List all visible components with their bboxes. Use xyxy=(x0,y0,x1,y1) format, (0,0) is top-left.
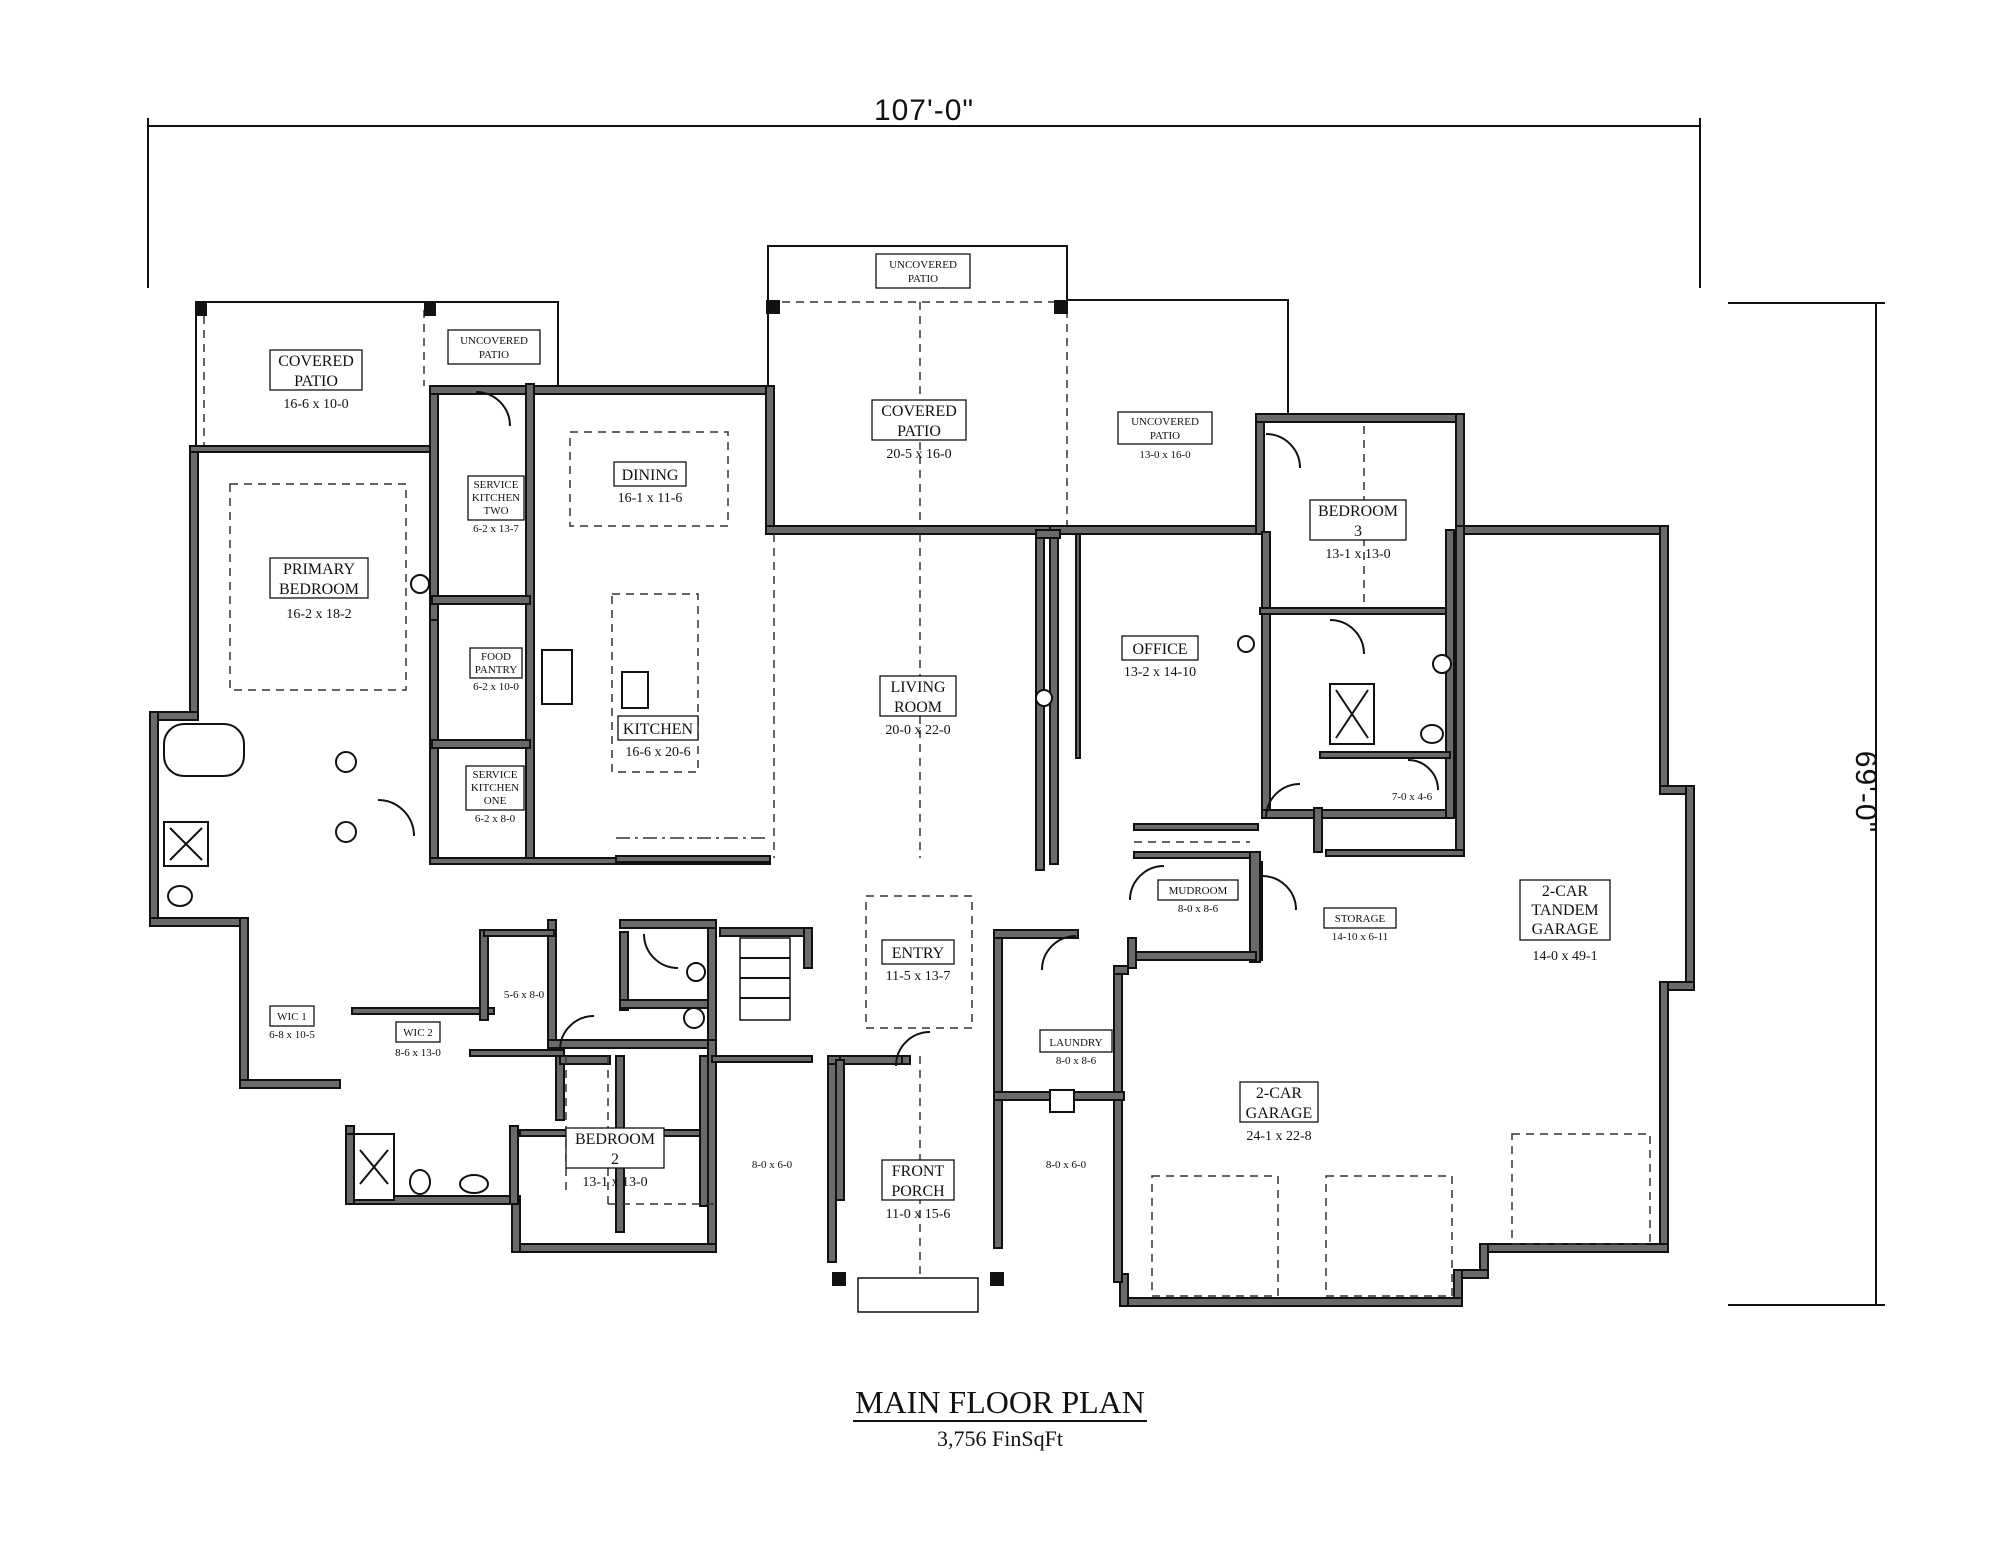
sink-icon xyxy=(1432,654,1452,674)
room-size-mudroom: 8-0 x 8-6 xyxy=(1178,903,1219,915)
sink-icon xyxy=(686,962,706,982)
room-size-garage: 24-1 x 22-8 xyxy=(1246,1129,1311,1144)
room-size-porch-left: 8-0 x 6-0 xyxy=(752,1159,793,1171)
room-label-garage-2: GARAGE xyxy=(1246,1105,1313,1122)
plan-subtitle: 3,756 FinSqFt xyxy=(937,1426,1063,1451)
room-label-tandem-garage: 2-CAR xyxy=(1542,883,1589,900)
room-label-wic-1: WIC 1 xyxy=(277,1011,307,1023)
room-size-wic-1: 6-8 x 10-5 xyxy=(269,1029,315,1041)
room-size-storage: 14-10 x 6-11 xyxy=(1332,931,1388,943)
room-label-service-kitchen-two-3: TWO xyxy=(483,505,508,517)
room-size-laundry: 8-0 x 8-6 xyxy=(1056,1055,1097,1067)
toilet-icon xyxy=(683,1007,705,1029)
room-label-uncovered-patio-right-2: PATIO xyxy=(1150,430,1180,442)
room-size-wic-2: 8-6 x 13-0 xyxy=(395,1047,441,1059)
fireplace-icon xyxy=(1035,689,1053,707)
room-label-covered-patio-left: COVERED xyxy=(278,353,354,370)
room-label-living-room-2: ROOM xyxy=(894,699,942,716)
toilet-icon xyxy=(409,1169,431,1195)
front-steps-icon xyxy=(857,1277,979,1313)
room-label-bedroom-3: BEDROOM xyxy=(1318,503,1398,520)
room-label-garage: 2-CAR xyxy=(1256,1085,1303,1102)
room-size-closet-2: 5-6 x 8-0 xyxy=(504,989,545,1001)
room-label-primary-bedroom: PRIMARY xyxy=(283,561,355,578)
room-size-bath-3: 7-0 x 4-6 xyxy=(1392,791,1433,803)
room-size-entry: 11-5 x 13-7 xyxy=(886,969,951,984)
room-size-front-porch: 11-0 x 15-6 xyxy=(886,1207,951,1222)
room-size-covered-patio-left: 16-6 x 10-0 xyxy=(283,397,348,412)
room-label-tandem-garage-3: GARAGE xyxy=(1532,921,1599,938)
room-label-bedroom-2: BEDROOM xyxy=(575,1131,655,1148)
depth-dimension: 69'-0" xyxy=(1728,302,1885,1306)
room-label-office: OFFICE xyxy=(1132,641,1187,658)
room-label-laundry: LAUNDRY xyxy=(1049,1037,1102,1049)
plan-title: MAIN FLOOR PLAN xyxy=(0,1384,2000,1422)
room-label-wic-2: WIC 2 xyxy=(403,1027,433,1039)
room-label-uncovered-patio-left-2: PATIO xyxy=(479,349,509,361)
door-swings xyxy=(377,391,1439,1067)
room-labels: COVERED PATIO 16-6 x 10-0 UNCOVERED PATI… xyxy=(269,253,1611,1222)
room-label-service-kitchen-two-2: KITCHEN xyxy=(472,492,520,504)
room-size-kitchen: 16-6 x 20-6 xyxy=(625,745,690,760)
room-size-living-room: 20-0 x 22-0 xyxy=(885,723,950,738)
sink-icon xyxy=(335,821,357,843)
room-label-front-porch-2: PORCH xyxy=(891,1183,945,1200)
room-size-bedroom-3: 13-1 x 13-0 xyxy=(1325,547,1390,562)
room-label-kitchen: KITCHEN xyxy=(623,721,694,738)
toilet-icon xyxy=(167,885,193,907)
laundry-sink-icon xyxy=(1049,1089,1075,1113)
room-label-tandem-garage-2: TANDEM xyxy=(1531,902,1598,919)
room-label-living-room: LIVING xyxy=(890,679,946,696)
room-label-covered-patio-center-2: PATIO xyxy=(897,423,941,440)
room-size-dining: 16-1 x 11-6 xyxy=(618,491,683,506)
room-label-food-pantry: FOOD xyxy=(481,651,511,663)
toilet-icon xyxy=(1420,724,1444,744)
room-label-dining: DINING xyxy=(622,467,679,484)
bathtub-icon xyxy=(163,723,245,777)
room-label-storage: STORAGE xyxy=(1335,913,1386,925)
room-label-uncovered-patio-top-2: PATIO xyxy=(908,273,938,285)
room-size-covered-patio-center: 20-5 x 16-0 xyxy=(886,447,951,462)
room-label-mudroom: MUDROOM xyxy=(1169,885,1228,897)
room-size-uncovered-patio-right: 13-0 x 16-0 xyxy=(1139,449,1191,461)
room-label-bedroom-3-2: 3 xyxy=(1354,523,1362,540)
room-label-service-kitchen-two: SERVICE xyxy=(474,479,519,491)
room-label-uncovered-patio-top: UNCOVERED xyxy=(889,259,957,271)
room-label-front-porch: FRONT xyxy=(892,1163,945,1180)
width-dimension: 107'-0" xyxy=(147,94,1701,288)
room-size-primary-bedroom: 16-2 x 18-2 xyxy=(286,607,351,622)
room-size-service-kitchen-one: 6-2 x 8-0 xyxy=(475,813,516,825)
room-label-bedroom-2-2: 2 xyxy=(611,1151,619,1168)
room-label-covered-patio-left-2: PATIO xyxy=(294,373,338,390)
room-size-office: 13-2 x 14-10 xyxy=(1124,665,1196,680)
room-label-food-pantry-2: PANTRY xyxy=(475,664,517,676)
sink-icon xyxy=(459,1174,489,1194)
range-icon xyxy=(541,649,573,705)
room-size-bedroom-2: 13-1 x 13-0 xyxy=(582,1175,647,1190)
fireplace-icon xyxy=(1237,635,1255,653)
room-size-tandem-garage: 14-0 x 49-1 xyxy=(1532,949,1597,964)
depth-dimension-label: 69'-0" xyxy=(1849,751,1882,833)
fixtures xyxy=(163,574,1452,1313)
room-label-service-kitchen-one-3: ONE xyxy=(484,795,507,807)
room-label-primary-bedroom-2: BEDROOM xyxy=(279,581,359,598)
room-size-food-pantry: 6-2 x 10-0 xyxy=(473,681,519,693)
room-size-porch-right: 8-0 x 6-0 xyxy=(1046,1159,1087,1171)
room-label-covered-patio-center: COVERED xyxy=(881,403,957,420)
room-size-service-kitchen-two: 6-2 x 13-7 xyxy=(473,523,519,535)
fireplace-icon xyxy=(410,574,430,594)
plan-title-text: MAIN FLOOR PLAN xyxy=(853,1384,1147,1422)
room-label-entry: ENTRY xyxy=(892,945,945,962)
kitchen-sink-icon xyxy=(621,671,649,709)
room-label-service-kitchen-one-2: KITCHEN xyxy=(471,782,519,794)
room-label-uncovered-patio-left: UNCOVERED xyxy=(460,335,528,347)
width-dimension-label: 107'-0" xyxy=(874,94,974,127)
sink-icon xyxy=(335,751,357,773)
patio-outlines xyxy=(195,245,1289,532)
room-label-service-kitchen-one: SERVICE xyxy=(473,769,518,781)
room-label-uncovered-patio-right: UNCOVERED xyxy=(1131,416,1199,428)
